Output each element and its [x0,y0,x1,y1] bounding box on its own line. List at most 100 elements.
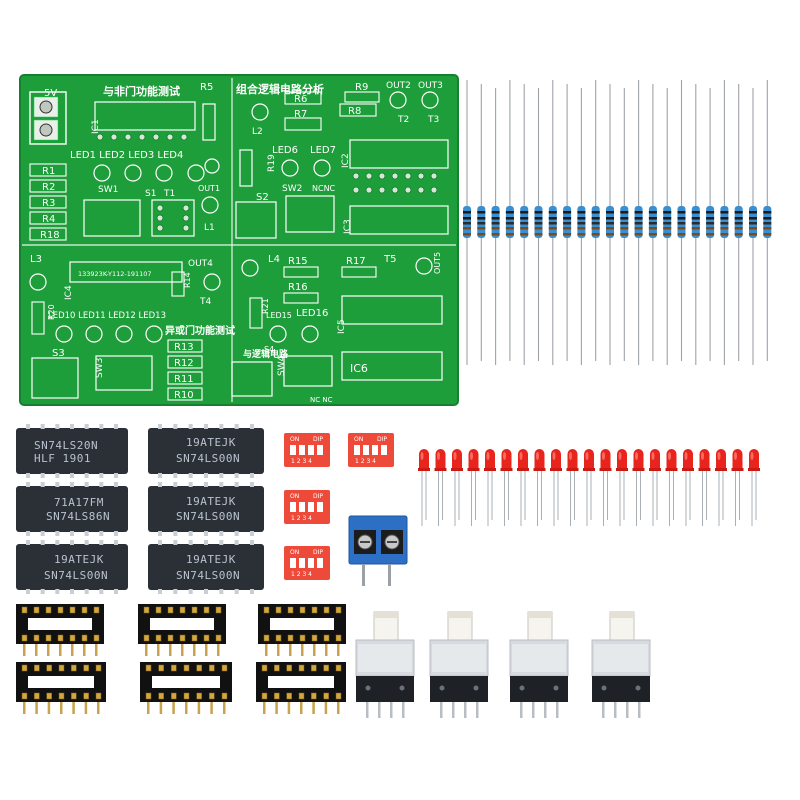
chip-2-pin [158,473,162,478]
chip-4-pin [219,482,224,487]
resistor-14 [648,84,657,361]
chip-4-pin [188,531,193,536]
resistor-17 [691,84,700,365]
ic-chip-4-line1: 19ATEJK [186,495,236,508]
chip-3-pin [55,482,60,487]
red-led-4 [467,449,480,526]
chip-1-pin [40,473,45,478]
label-out3: OUT3 [418,81,443,91]
resistor-6 [534,88,543,361]
label-r12: R12 [174,358,194,369]
label-ic6: IC6 [350,362,368,375]
ic-chip-2-line1: 19ATEJK [186,436,236,449]
chip-2-pin [234,424,239,429]
red-led-16 [665,449,678,526]
chip-6-pin [173,589,178,594]
chip-1-pin [26,424,30,429]
red-led-19 [715,449,727,526]
chip-2-pin [188,424,193,429]
push-button-3[interactable] [509,611,569,718]
ic1-pads [96,133,188,141]
chip-1-pin [26,473,30,478]
label-r18: R18 [40,230,60,241]
label-l4: L4 [268,254,280,265]
chip-1-pin [99,424,104,429]
label-r7: R7 [294,109,307,120]
chip-5-pin [26,540,30,545]
chip-5-pin [84,540,89,545]
chip-3-pin [114,482,118,487]
resistor-15 [663,88,672,365]
label-r15: R15 [288,256,308,267]
label-r13: R13 [174,342,194,353]
pcb-title-top-right: 组合逻辑电路分析 [236,82,324,96]
screw-terminal [348,515,408,586]
push-button-2[interactable] [429,611,489,718]
push-button-1[interactable] [355,611,415,718]
ic-chip-grid: SN74LS20N HLF 1901 19ATEJK SN74LS00N 71A… [16,424,264,594]
dip-switch-2-on: ON [354,436,363,443]
chip-2-pin [250,424,254,429]
chip-6-pin [158,540,162,545]
chip-5-pin [70,540,74,545]
dip-switch-3-on: ON [290,493,299,500]
label-sw3: SW3 [95,358,105,378]
label-r20: R20 [47,304,56,320]
chip-6-pin [173,540,178,545]
resistor-21 [749,88,757,365]
label-r10: R10 [174,390,194,401]
chip-2-pin [204,424,208,429]
chip-4-pin [188,482,193,487]
resistor-2 [477,84,486,361]
chip-3-pin [70,482,74,487]
red-led-17 [682,449,694,526]
resistor-19 [720,80,729,365]
ic-chip-6: 19ATEJK SN74LS00N [148,544,264,590]
dip-switch-4-on: ON [290,549,299,556]
label-t3: T3 [427,115,439,125]
label-ic2: IC2 [341,153,351,168]
dip-switch-4[interactable]: ON DIP 1 2 3 4 [284,546,330,580]
chip-6-pin [158,589,162,594]
dip-switch-3[interactable]: ON DIP 1 2 3 4 [284,490,330,524]
chip-6-pin [204,540,208,545]
chip-1-pin [99,473,104,478]
label-r17: R17 [346,256,366,267]
chip-4-pin [173,482,178,487]
chip-5-pin [70,589,74,594]
resistor-5 [520,84,529,365]
label-r4: R4 [42,214,55,225]
dip-switch-2-dip: DIP [377,436,387,443]
red-led-6 [500,449,513,526]
label-5v: 5V [44,88,57,99]
chip-5-pin [114,589,118,594]
chip-1-pin [70,473,74,478]
label-t5: T5 [383,254,396,265]
dip-switch-4-dip: DIP [313,549,323,556]
chip-4-pin [234,482,239,487]
label-r14: R14 [183,272,192,288]
label-serial: 133923K-Y112-191107 [78,270,152,278]
dip-switch-1[interactable]: ON DIP 1 2 3 4 [284,433,330,467]
push-button-4[interactable] [591,611,651,718]
ic-chip-4: 19ATEJK SN74LS00N [148,486,264,532]
ic-chip-3: 71A17FM SN74LS86N [16,486,128,532]
red-led-21 [748,449,760,526]
label-r5: R5 [200,82,213,93]
dip-switch-2[interactable]: ON DIP 1 2 3 4 [348,433,394,467]
label-t2: T2 [397,115,409,125]
ic-chip-6-line1: 19ATEJK [186,553,236,566]
chip-4-pin [173,531,178,536]
chip-5-pin [55,540,60,545]
chip-4-pin [158,482,162,487]
label-out4: OUT4 [188,259,213,269]
chip-1-pin [40,424,45,429]
chip-5-pin [26,589,30,594]
chip-2-pin [219,424,224,429]
resistor-7 [548,80,557,365]
dip-switch-group: ON DIP 1 2 3 4 ON DIP 1 2 3 4 ON DIP 1 2… [284,433,394,580]
red-led-20 [731,449,744,526]
chip-3-pin [84,482,89,487]
chip-1-pin [114,424,118,429]
resistor-18 [706,88,715,361]
